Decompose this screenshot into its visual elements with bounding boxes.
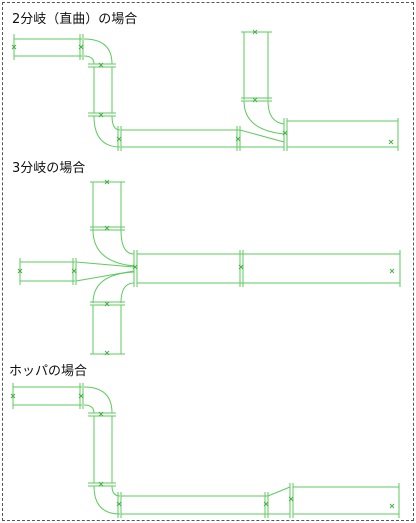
title-three-branch: 3分岐の場合 <box>12 161 86 176</box>
s3-elbow2-inner <box>111 485 121 497</box>
s3-joint-markers <box>10 393 395 509</box>
s2-upper-curve-inner <box>120 229 135 255</box>
s2-lower-curve-inner <box>120 282 135 304</box>
title-two-branch: 2分岐（直曲）の場合 <box>12 12 138 27</box>
s1-joint-markers <box>11 29 394 145</box>
three-branch-layout <box>17 179 401 356</box>
s1-elbow2-outer <box>93 115 121 148</box>
hopper-layout <box>10 383 400 518</box>
title-hopper: ホッパの場合 <box>9 364 88 379</box>
s1-junction-curve-outer <box>243 100 285 135</box>
s2-lower-curve-outer <box>92 271 135 304</box>
s3-elbow2-outer <box>93 485 121 515</box>
s2-upper-curve-outer <box>92 229 135 267</box>
s2-taper-top <box>75 261 135 268</box>
s1-elbow1-inner <box>83 55 95 65</box>
s1-elbow2-inner <box>111 115 121 131</box>
s3-elbow1-outer <box>83 386 113 414</box>
s3-hopper-taper <box>267 486 291 497</box>
s2-joint-markers <box>17 179 395 356</box>
two-branch-layout <box>11 29 399 151</box>
s3-elbow1-inner <box>83 404 95 414</box>
s1-junction-curve-inner <box>267 100 285 125</box>
s1-junction-taper-top <box>239 129 285 143</box>
s1-elbow1-outer <box>83 38 113 65</box>
